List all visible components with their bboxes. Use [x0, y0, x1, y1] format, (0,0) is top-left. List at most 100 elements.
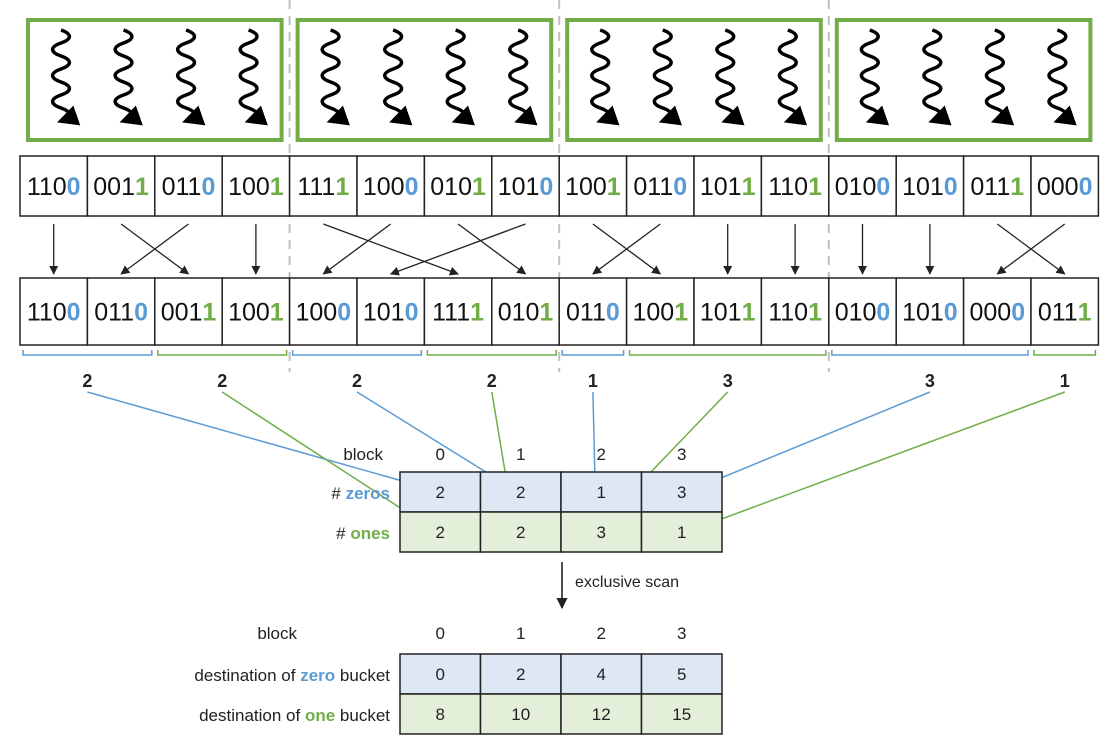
thread-block-frame [295, 18, 554, 142]
key-value: 1101 [768, 173, 822, 201]
sorted-key-cell [625, 277, 695, 346]
thread-icon [777, 28, 808, 126]
key-value: 0110 [633, 173, 687, 201]
zero-destination-cell [560, 653, 643, 695]
ones-count-cell [399, 511, 482, 553]
zero-bucket-bracket [561, 350, 625, 356]
zero-count-label: 2 [82, 371, 92, 391]
shuffle-arrow [322, 223, 392, 275]
zeros-count-value: 2 [516, 483, 525, 502]
ones-count-cell [560, 511, 643, 553]
sorted-key-cell [423, 277, 493, 346]
thread-icon [715, 28, 745, 126]
zeros-count-cell [640, 471, 723, 513]
one-destination-cell [640, 693, 723, 735]
dest-header-3: 3 [677, 624, 686, 643]
key-value: 1001 [228, 173, 284, 201]
one-count-label: 1 [1060, 371, 1070, 391]
one-destination-cell [479, 693, 562, 735]
one-bucket-bracket [628, 350, 827, 356]
ones-count-cell [640, 511, 723, 553]
key-value: 1010 [902, 299, 958, 327]
shuffle-arrow [389, 223, 526, 276]
zero-destination-label: destination of zero bucket [194, 666, 390, 685]
zero-destination-value: 5 [677, 665, 686, 684]
key-value: 0000 [1037, 173, 1093, 201]
key-value: 0100 [835, 299, 891, 327]
key-value: 1010 [902, 173, 958, 201]
zero-destination-value: 0 [436, 665, 445, 684]
count-header-0: 0 [436, 445, 445, 464]
zero-destination-cell [479, 653, 562, 695]
zeros-count-cell [399, 471, 482, 513]
count-header-label: block [343, 445, 383, 464]
sorted-key-cell [86, 277, 156, 346]
thread-icon [320, 28, 350, 126]
one-count-label: 2 [217, 371, 227, 391]
input-key-cell [962, 155, 1032, 217]
exclusive-scan-step: exclusive scan [556, 562, 679, 610]
shuffle-arrow [996, 223, 1066, 275]
zero-count-arrow [87, 391, 436, 493]
key-value: 1010 [363, 299, 419, 327]
shuffle-arrow [323, 223, 459, 276]
thread-blocks [26, 18, 1093, 142]
zero-destination-cell [399, 653, 482, 695]
shuffle-arrow [457, 223, 527, 275]
sorted-key-cell [1030, 277, 1100, 346]
key-value: 0101 [430, 173, 486, 201]
thread-icon [50, 28, 81, 126]
input-key-cell [154, 155, 223, 217]
ones-row-label: # ones [336, 524, 390, 543]
input-key-cell [895, 155, 965, 217]
zero-bucket-bracket [291, 350, 423, 356]
shuffle-arrow [592, 223, 661, 275]
sorted-key-cell [19, 277, 89, 346]
count-header-1: 1 [516, 445, 525, 464]
one-count-label: 3 [723, 371, 733, 391]
dest-header-2: 2 [597, 624, 606, 643]
input-key-cell [288, 155, 358, 217]
key-value: 1011 [700, 299, 756, 327]
ones-count-value: 3 [597, 523, 606, 542]
sorted-key-cell [288, 277, 358, 346]
key-value: 0110 [566, 299, 620, 327]
key-value: 0011 [161, 299, 217, 327]
input-key-cell [828, 155, 897, 217]
key-value: 1010 [498, 173, 554, 201]
thread-block-frame [26, 18, 284, 142]
shuffle-arrow [120, 223, 189, 275]
ones-count-value: 2 [436, 523, 445, 542]
ones-count-value: 1 [677, 523, 686, 542]
thread-block-frame [834, 18, 1093, 142]
zero-count-label: 3 [925, 371, 935, 391]
zeros-row-label: # zeros [331, 484, 390, 503]
key-value: 1111 [432, 299, 484, 327]
thread-icon [590, 28, 620, 126]
thread-icon [652, 28, 683, 126]
key-value: 1101 [768, 299, 822, 327]
thread-icon [1047, 28, 1077, 126]
one-count-arrow [690, 391, 1065, 532]
key-value: 1100 [27, 173, 81, 201]
thread-icon [238, 28, 268, 126]
key-value: 0110 [162, 173, 216, 201]
sorted-key-cell [558, 277, 628, 346]
one-count-arrow [221, 391, 436, 531]
thread-icon [859, 28, 890, 126]
sorted-key-cell [356, 277, 426, 346]
key-value: 0111 [970, 173, 1024, 201]
zeros-count-value: 2 [436, 483, 445, 502]
input-key-cell [1030, 155, 1100, 217]
one-count-label: 2 [487, 371, 497, 391]
key-value: 1001 [565, 173, 621, 201]
sorted-key-cell [895, 277, 965, 346]
key-value: 0110 [94, 299, 148, 327]
key-value: 0111 [1038, 299, 1092, 327]
key-value: 1000 [295, 299, 351, 327]
zero-bucket-bracket [22, 350, 153, 356]
one-bucket-bracket [1033, 350, 1097, 356]
one-destination-value: 12 [592, 705, 611, 724]
